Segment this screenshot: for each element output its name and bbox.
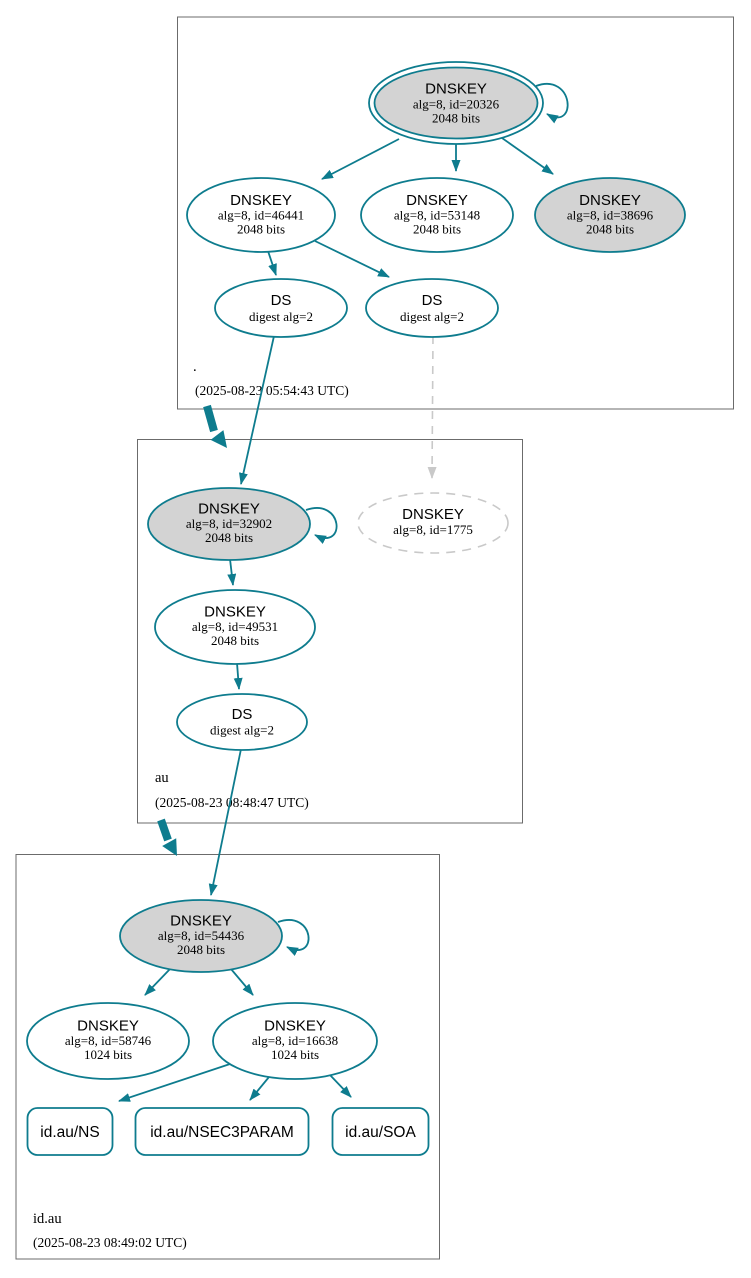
rrset-label: id.au/NSEC3PARAM <box>150 1124 294 1141</box>
edge-root-ksk-selfloop <box>535 83 569 124</box>
edge-au-ksk-to-dnskey-49531 <box>227 558 237 586</box>
node-au-dnskey-49531[interactable]: DNSKEY alg=8, id=49531 2048 bits <box>154 589 316 665</box>
node-root-ds-right[interactable]: DS digest alg=2 <box>365 278 499 338</box>
zone-au-timestamp: (2025-08-23 08:48:47 UTC) <box>155 795 309 810</box>
zone-root-timestamp: (2025-08-23 05:54:43 UTC) <box>195 383 349 398</box>
node-bits: 1024 bits <box>84 1047 132 1062</box>
zone-idau-label: id.au <box>33 1211 62 1227</box>
node-title: DNSKEY <box>204 604 266 621</box>
node-title: DNSKEY <box>77 1018 139 1035</box>
node-idau-rrset-nsec3param[interactable]: id.au/NSEC3PARAM <box>134 1107 310 1156</box>
node-detail: alg=8, id=1775 <box>393 522 473 537</box>
node-detail: alg=8, id=53148 <box>394 208 480 223</box>
zone-root-label: . <box>193 359 197 375</box>
rrset-label: id.au/NS <box>40 1124 99 1141</box>
delegation-arrow-root-to-au <box>203 404 227 448</box>
node-title: DNSKEY <box>264 1018 326 1035</box>
node-bits: 1024 bits <box>271 1047 319 1062</box>
node-title: DNSKEY <box>402 506 464 523</box>
node-idau-ksk-54436[interactable]: DNSKEY alg=8, id=54436 2048 bits <box>119 899 283 973</box>
node-title: DNSKEY <box>406 192 468 209</box>
node-detail: alg=8, id=38696 <box>567 208 654 223</box>
node-au-dnskey-1775-missing[interactable]: DNSKEY alg=8, id=1775 <box>357 492 509 554</box>
node-idau-rrset-soa[interactable]: id.au/SOA <box>331 1107 430 1156</box>
edge-idau-ksk-selfloop <box>277 919 310 956</box>
node-detail: alg=8, id=16638 <box>252 1033 338 1048</box>
node-root-dnskey-46441[interactable]: DNSKEY alg=8, id=46441 2048 bits <box>186 177 336 253</box>
node-idau-dnskey-58746[interactable]: DNSKEY alg=8, id=58746 1024 bits <box>26 1002 190 1080</box>
node-root-ksk-20326[interactable]: DNSKEY alg=8, id=20326 2048 bits <box>368 61 544 145</box>
node-detail: digest alg=2 <box>210 723 274 738</box>
node-detail: alg=8, id=20326 <box>413 97 500 112</box>
node-detail: alg=8, id=54436 <box>158 928 245 943</box>
node-title: DNSKEY <box>425 81 487 98</box>
edge-au-ksk-selfloop <box>305 507 338 544</box>
node-idau-rrset-ns[interactable]: id.au/NS <box>26 1107 114 1156</box>
node-title: DNSKEY <box>230 192 292 209</box>
edge-dnskey-46441-to-ds-left <box>267 250 277 276</box>
node-title: DNSKEY <box>579 192 641 209</box>
edge-dnskey-46441-to-ds-right <box>314 240 390 278</box>
edge-dnskey-16638-to-ns <box>118 1063 231 1102</box>
node-root-ds-left[interactable]: DS digest alg=2 <box>214 278 348 338</box>
node-bits: 2048 bits <box>237 222 285 237</box>
node-detail: digest alg=2 <box>249 309 313 324</box>
edge-dnskey-49531-to-ds <box>233 662 243 690</box>
node-title: DS <box>271 292 292 309</box>
node-bits: 2048 bits <box>586 222 634 237</box>
edge-idau-ksk-to-dnskey-16638 <box>230 968 254 996</box>
node-root-dnskey-38696[interactable]: DNSKEY alg=8, id=38696 2048 bits <box>534 177 686 253</box>
node-detail: alg=8, id=32902 <box>186 516 272 531</box>
zone-au-label: au <box>155 770 169 786</box>
edge-root-ksk-to-dnskey-46441 <box>321 138 400 180</box>
node-bits: 2048 bits <box>432 111 480 126</box>
node-bits: 2048 bits <box>211 633 259 648</box>
node-title: DS <box>232 706 253 723</box>
edge-dnskey-16638-to-nsec3param <box>249 1076 270 1101</box>
node-detail: alg=8, id=58746 <box>65 1033 152 1048</box>
rrset-label: id.au/SOA <box>345 1124 416 1141</box>
node-detail: digest alg=2 <box>400 309 464 324</box>
node-title: DS <box>422 292 443 309</box>
node-idau-dnskey-16638[interactable]: DNSKEY alg=8, id=16638 1024 bits <box>212 1002 378 1080</box>
node-detail: alg=8, id=49531 <box>192 619 278 634</box>
edge-au-ds-to-idau-ksk <box>208 748 242 896</box>
node-au-ds[interactable]: DS digest alg=2 <box>176 693 308 751</box>
zone-idau-timestamp: (2025-08-23 08:49:02 UTC) <box>33 1235 187 1250</box>
node-title: DNSKEY <box>198 501 260 518</box>
node-bits: 2048 bits <box>205 530 253 545</box>
edge-idau-ksk-to-dnskey-58746 <box>144 968 171 996</box>
node-root-dnskey-53148[interactable]: DNSKEY alg=8, id=53148 2048 bits <box>360 177 514 253</box>
node-detail: alg=8, id=46441 <box>218 208 304 223</box>
node-bits: 2048 bits <box>413 222 461 237</box>
node-au-ksk-32902[interactable]: DNSKEY alg=8, id=32902 2048 bits <box>147 487 311 561</box>
delegation-arrow-au-to-idau <box>157 818 177 856</box>
edge-dnskey-16638-to-soa <box>329 1074 352 1098</box>
node-title: DNSKEY <box>170 913 232 930</box>
edge-root-ds-to-au-ksk <box>239 335 275 485</box>
edge-root-ksk-to-dnskey-38696 <box>501 137 554 175</box>
node-bits: 2048 bits <box>177 942 225 957</box>
